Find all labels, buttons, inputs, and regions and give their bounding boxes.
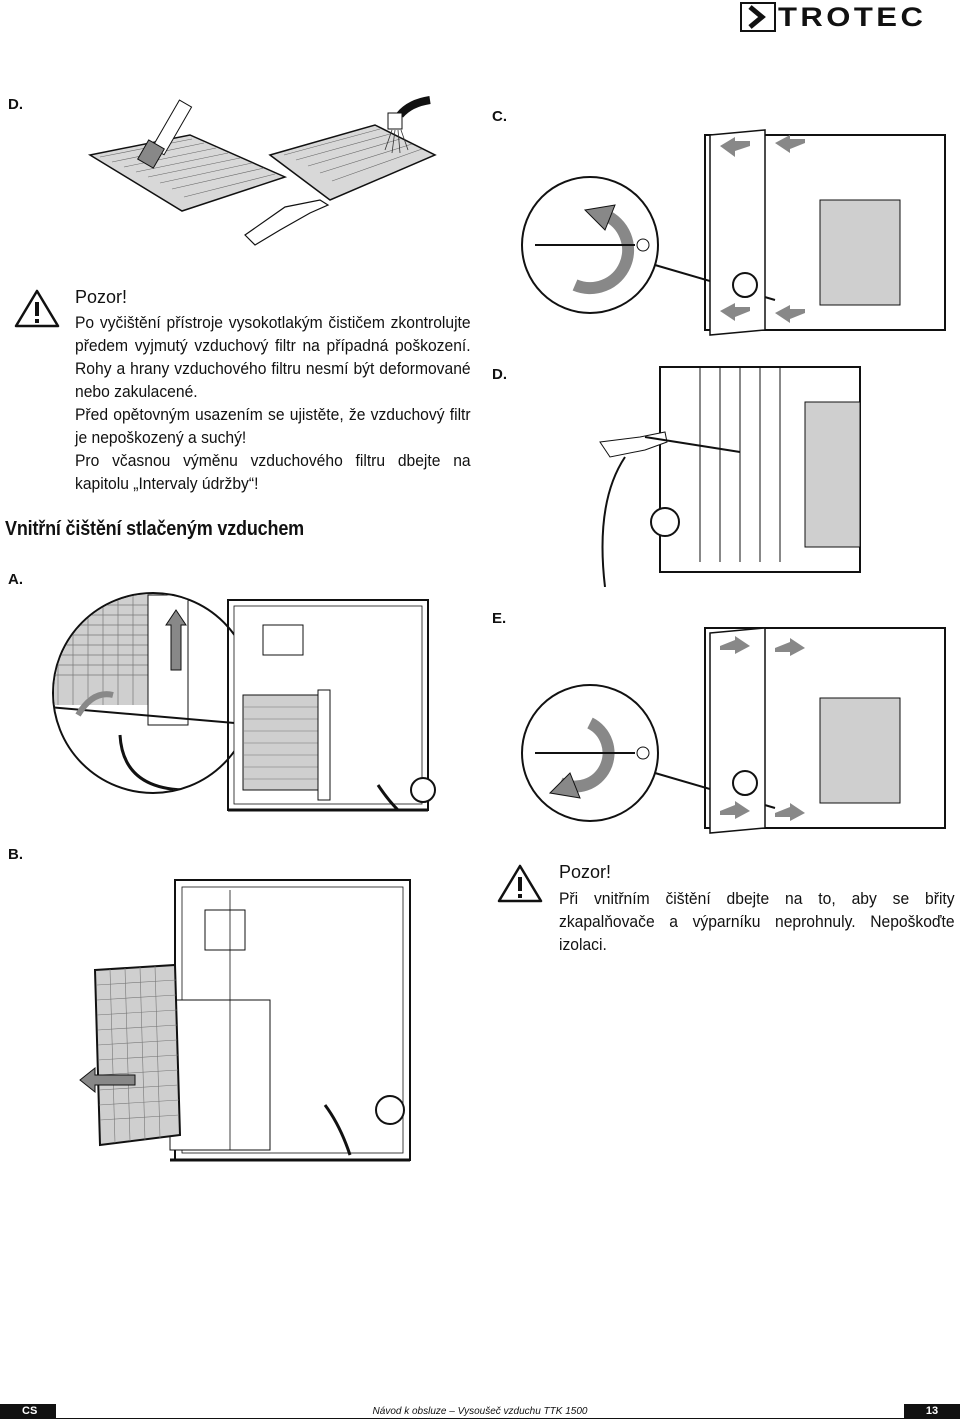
logo-chevron-icon: [740, 2, 776, 32]
step-label-e: E.: [492, 610, 507, 627]
logo-text: TROTEC: [778, 2, 927, 32]
warning1-paragraph: Po vyčištění přístroje vysokotlakým čist…: [75, 313, 471, 401]
warning1-body: Po vyčištění přístroje vysokotlakým čist…: [75, 311, 471, 495]
step-label-a: A.: [8, 571, 23, 588]
step-d-compressed-air-illustration: [599, 366, 861, 587]
warning2-paragraph: Při vnitřním čištění dbejte na to, aby s…: [559, 889, 955, 954]
trotec-logo: TROTEC: [740, 2, 955, 32]
section-title: Vnitřní čištění stlačeným vzduchem: [5, 518, 304, 540]
step-a-illustration: [52, 592, 436, 812]
footer-language: CS: [0, 1404, 56, 1419]
step-label-b: B.: [8, 846, 23, 863]
warning-triangle-icon: [497, 864, 543, 903]
step-label-d-left: D.: [8, 96, 23, 113]
footer-page-number: 13: [904, 1404, 960, 1419]
footer-divider: [56, 1418, 904, 1419]
warning1-paragraph: Před opětovným usazením se ujistěte, že …: [75, 405, 471, 447]
warning2-body: Při vnitřním čištění dbejte na to, aby s…: [559, 887, 955, 956]
step-b-illustration: [79, 879, 411, 1162]
filter-cleaning-illustration: [87, 96, 437, 246]
step-label-d-right: D.: [492, 366, 507, 383]
warning1-title: Pozor!: [75, 287, 128, 307]
warning-triangle-icon: [14, 289, 60, 328]
step-c-illustration: [521, 129, 946, 336]
step-e-illustration: [521, 627, 946, 834]
footer-title: Návod k obsluze – Vysoušeč vzduchu TTK 1…: [372, 1406, 588, 1417]
page-footer: CS Návod k obsluze – Vysoušeč vzduchu TT…: [0, 1404, 960, 1419]
warning2-title: Pozor!: [559, 862, 612, 882]
step-label-c: C.: [492, 108, 507, 125]
warning1-paragraph: Pro včasnou výměnu vzduchového filtru db…: [75, 451, 471, 493]
